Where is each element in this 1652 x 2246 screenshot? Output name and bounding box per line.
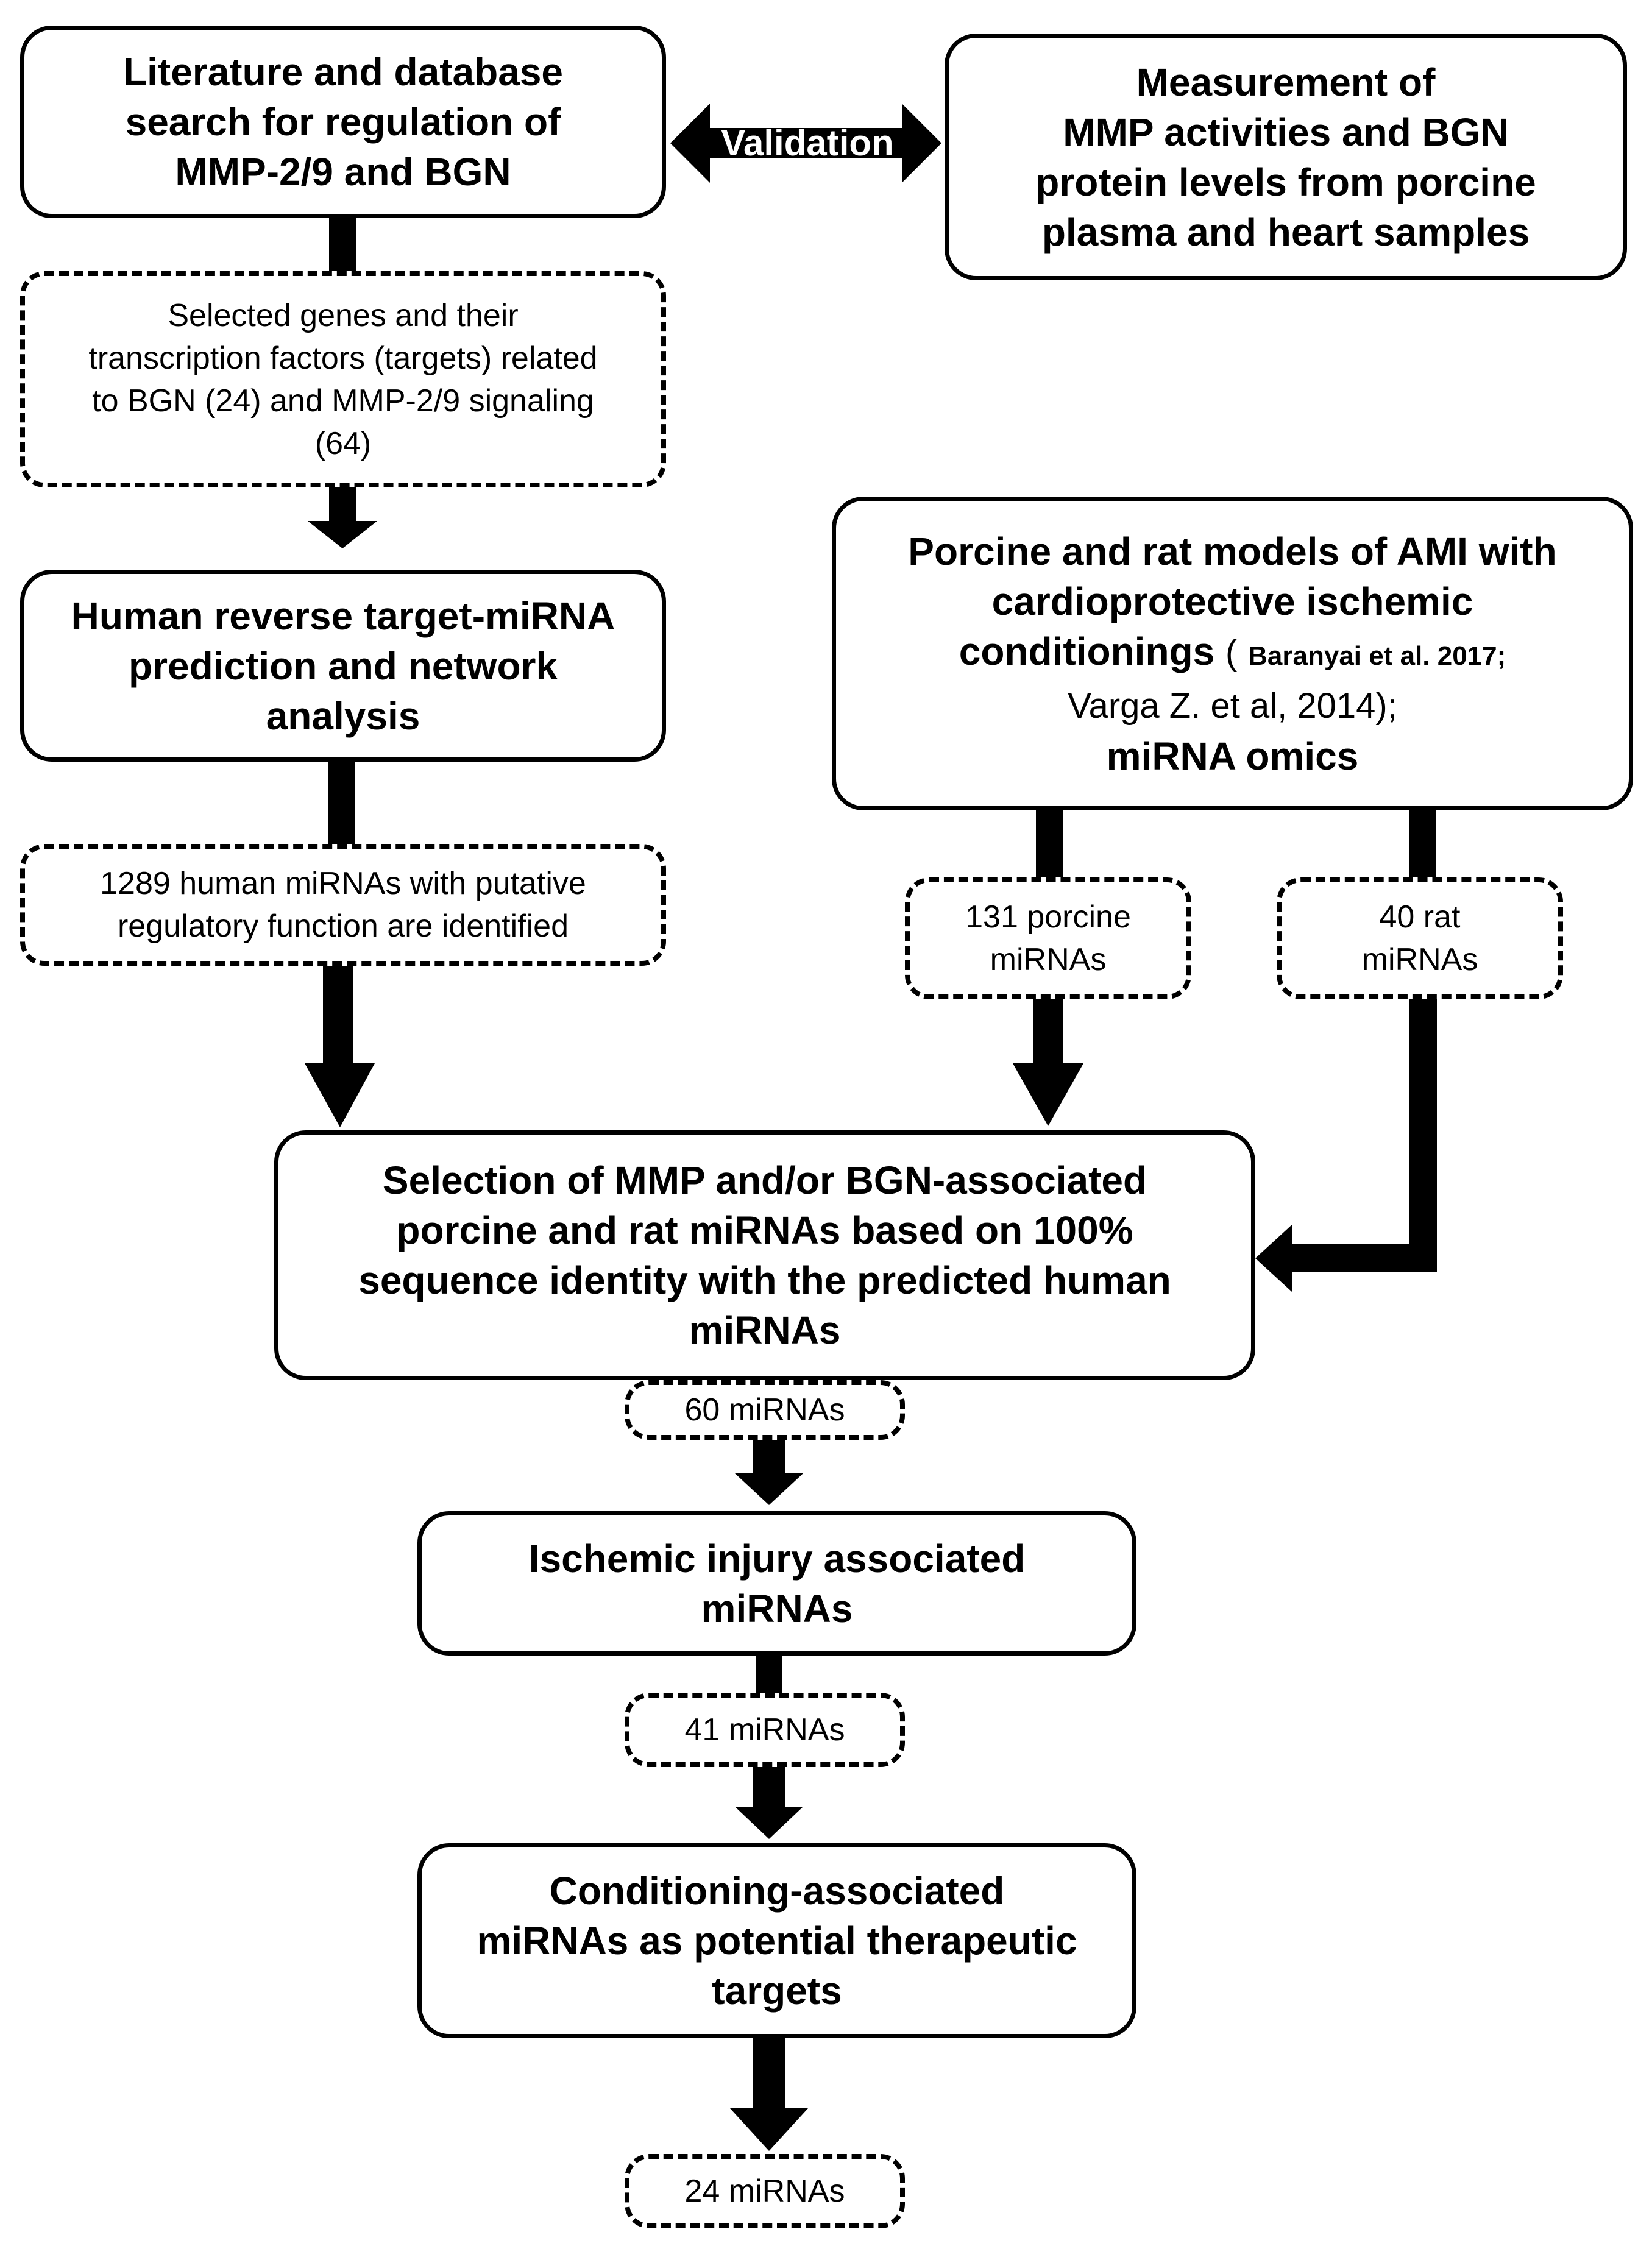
selection-line-3: sequence identity with the predicted hum… bbox=[358, 1258, 1171, 1302]
count-41-label: 41 miRNAs bbox=[684, 1712, 845, 1748]
animal-models-line-3: conditionings ( Baranyai et al. 2017; bbox=[959, 626, 1506, 681]
measurement-line-4: plasma and heart samples bbox=[1041, 210, 1530, 254]
count-60-label: 60 miRNAs bbox=[684, 1392, 845, 1428]
arrow-41-to-conditioning-shaft bbox=[753, 1764, 785, 1810]
count-24-box: 24 miRNAs bbox=[625, 2154, 905, 2228]
arrow-60-to-ischemic-head bbox=[735, 1473, 803, 1505]
validation-arrow bbox=[670, 104, 941, 183]
literature-line-3: MMP-2/9 and BGN bbox=[175, 150, 511, 194]
ischemic-line-2: miRNAs bbox=[701, 1586, 853, 1631]
rat-mirnas-box: 40 rat miRNAs bbox=[1277, 877, 1563, 999]
count-41-box: 41 miRNAs bbox=[625, 1693, 905, 1767]
measurement-line-1: Measurement of bbox=[1136, 60, 1436, 104]
human-mirnas-line-1: 1289 human miRNAs with putative bbox=[100, 866, 586, 901]
arrow-genes-to-prediction-head bbox=[308, 521, 377, 548]
arrow-60-to-ischemic-shaft bbox=[753, 1437, 785, 1476]
literature-search-box: Literature and database search for regul… bbox=[20, 26, 666, 218]
animal-models-conditionings: conditionings bbox=[959, 629, 1215, 673]
literature-line-2: search for regulation of bbox=[125, 100, 561, 144]
rat-mirnas-line-1: 40 rat bbox=[1379, 899, 1461, 935]
arrow-conditioning-to-24-head bbox=[730, 2108, 808, 2151]
ischemic-box: Ischemic injury associated miRNAs bbox=[417, 1511, 1136, 1656]
connector-models-to-porcine bbox=[1036, 807, 1063, 880]
selected-genes-box: Selected genes and their transcription f… bbox=[20, 271, 666, 487]
measurement-line-3: protein levels from porcine bbox=[1035, 160, 1536, 204]
measurement-box: Measurement of MMP activities and BGN pr… bbox=[945, 34, 1627, 280]
selected-genes-line-3: to BGN (24) and MMP-2/9 signaling bbox=[92, 383, 594, 419]
conditioning-line-3: targets bbox=[712, 1969, 842, 2013]
selection-box: Selection of MMP and/or BGN-associated p… bbox=[274, 1130, 1255, 1380]
selected-genes-line-2: transcription factors (targets) related bbox=[88, 340, 598, 376]
arrow-human-mirnas-to-selection-shaft bbox=[323, 963, 353, 1066]
animal-models-reference: Baranyai et al. 2017; bbox=[1248, 640, 1506, 671]
connector-models-to-rat bbox=[1409, 807, 1436, 880]
arrow-rat-to-selection-head bbox=[1255, 1225, 1292, 1292]
selection-line-4: miRNAs bbox=[689, 1308, 841, 1352]
conditioning-line-1: Conditioning-associated bbox=[549, 1869, 1005, 1913]
porcine-mirnas-line-1: 131 porcine bbox=[965, 899, 1131, 935]
conditioning-line-2: miRNAs as potential therapeutic bbox=[477, 1919, 1077, 1963]
animal-models-line-2: cardioprotective ischemic bbox=[991, 579, 1473, 623]
selection-line-1: Selection of MMP and/or BGN-associated bbox=[382, 1158, 1147, 1202]
measurement-line-2: MMP activities and BGN bbox=[1063, 110, 1509, 154]
arrow-rat-to-selection bbox=[1289, 996, 1437, 1272]
human-prediction-line-1: Human reverse target-miRNA bbox=[71, 593, 615, 638]
rat-mirnas-line-2: miRNAs bbox=[1361, 942, 1478, 977]
human-mirnas-box: 1289 human miRNAs with putative regulato… bbox=[20, 844, 666, 966]
connector-prediction-to-human-mirnas bbox=[328, 759, 355, 844]
count-60-box: 60 miRNAs bbox=[625, 1380, 905, 1440]
animal-models-paren: ( bbox=[1225, 632, 1238, 673]
count-24-label: 24 miRNAs bbox=[684, 2173, 845, 2209]
arrow-41-to-conditioning-head bbox=[735, 1807, 803, 1839]
selection-line-2: porcine and rat miRNAs based on 100% bbox=[396, 1208, 1133, 1252]
conditioning-box: Conditioning-associated miRNAs as potent… bbox=[417, 1843, 1136, 2038]
human-prediction-line-2: prediction and network bbox=[128, 643, 558, 688]
validation-label: Validation bbox=[721, 122, 894, 163]
animal-models-line-4: Varga Z. et al, 2014); bbox=[1068, 685, 1397, 726]
ischemic-line-1: Ischemic injury associated bbox=[528, 1536, 1026, 1581]
animal-models-line-1: Porcine and rat models of AMI with bbox=[908, 529, 1557, 573]
arrow-porcine-to-selection-shaft bbox=[1033, 996, 1063, 1066]
porcine-mirnas-box: 131 porcine miRNAs bbox=[905, 877, 1191, 999]
human-mirnas-line-2: regulatory function are identified bbox=[117, 909, 569, 944]
arrow-genes-to-prediction-shaft bbox=[329, 484, 356, 524]
selected-genes-line-4: (64) bbox=[314, 425, 372, 461]
arrow-porcine-to-selection-head bbox=[1013, 1063, 1083, 1126]
literature-line-1: Literature and database bbox=[123, 50, 563, 94]
selected-genes-line-1: Selected genes and their bbox=[168, 297, 519, 333]
arrow-conditioning-to-24-shaft bbox=[753, 2035, 785, 2111]
human-prediction-box: Human reverse target-miRNA prediction an… bbox=[20, 570, 666, 762]
animal-models-line-5: miRNA omics bbox=[1106, 734, 1359, 778]
human-prediction-line-3: analysis bbox=[266, 693, 420, 738]
connector-ischemic-to-41 bbox=[756, 1651, 782, 1700]
arrow-human-mirnas-to-selection-head bbox=[305, 1063, 375, 1127]
connector-literature-to-genes bbox=[329, 216, 356, 271]
animal-models-box: Porcine and rat models of AMI with cardi… bbox=[832, 497, 1633, 810]
porcine-mirnas-line-2: miRNAs bbox=[990, 942, 1107, 977]
